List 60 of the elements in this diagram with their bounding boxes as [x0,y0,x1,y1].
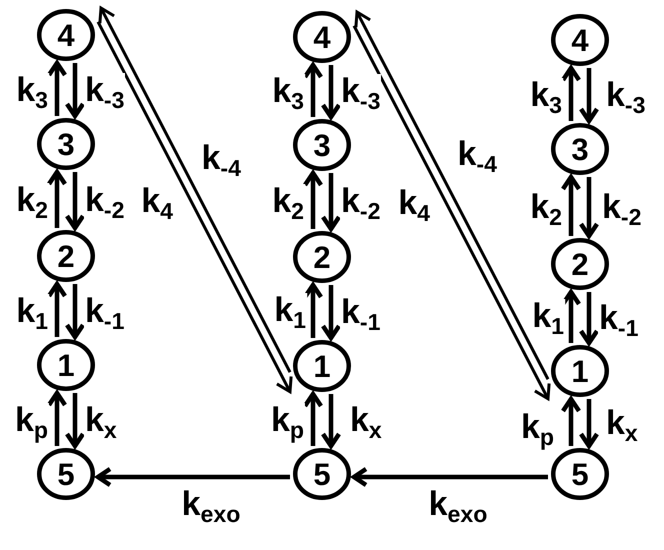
state-number: 5 [571,458,589,490]
arrow [320,65,342,120]
state-ellipse [293,119,351,171]
arrow [352,466,548,488]
state-ellipse [293,340,351,392]
state-number: 1 [571,356,589,386]
arrow [302,170,324,229]
state-ellipse [37,230,95,282]
state-number: 5 [57,458,75,490]
arrow [578,399,600,448]
state-number: 2 [57,240,75,272]
state-ellipse [37,448,95,500]
state-ellipse [551,123,609,175]
state-ellipse [37,9,95,61]
arrow [560,174,582,236]
state-number: 3 [313,130,331,160]
arrow [320,173,342,232]
state-ellipse [293,11,351,63]
arrow [302,62,324,117]
state-ellipse [37,118,95,170]
state-number: 3 [57,128,75,160]
arrow [578,68,600,124]
arrow [64,63,86,118]
arrow [64,172,86,230]
state-ellipse [293,448,351,500]
rate-constant-label: k$_{-3}$ [340,74,382,112]
state-number: 2 [313,242,331,272]
state-number: 2 [571,248,589,280]
arrow [578,177,600,238]
state-number: 5 [313,458,331,490]
arrow [64,284,86,340]
state-number: 4 [313,22,331,52]
arrow [302,392,324,446]
state-number: 4 [57,20,75,50]
state-ellipse [551,238,609,290]
arrow [96,466,290,488]
state-ellipse [551,345,609,397]
state-ellipse [551,448,609,500]
arrow [46,282,68,337]
rate-constant-label: k$_{-2}$ [84,183,126,221]
arrow [578,292,600,346]
arrow [46,390,68,446]
state-ellipse [37,339,95,391]
state-ellipse [551,14,609,66]
state-number: 4 [571,24,589,56]
arrow [46,60,68,116]
arrow [560,396,582,446]
arrow [320,285,342,340]
arrow [560,66,582,121]
rate-constant-label: k$_{-2}$ [340,184,382,222]
state-number: 1 [57,350,75,380]
rate-constant-label: k$_{-3}$ [84,72,126,110]
arrow [302,282,324,338]
state-number: 3 [571,134,589,164]
arrow [64,393,86,448]
state-ellipse [293,231,351,283]
arrow [46,170,68,228]
rate-constant-label: k$_{x}$ [349,403,383,441]
arrow [320,394,342,448]
state-number: 1 [313,350,331,382]
